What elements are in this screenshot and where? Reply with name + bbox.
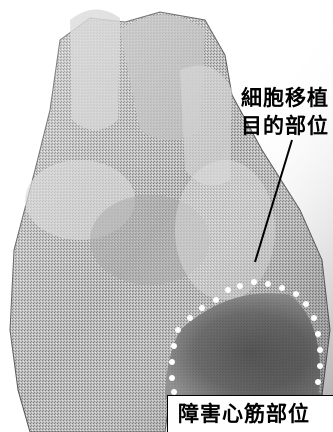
boundary-dot — [225, 287, 231, 293]
ventricle-highlight — [175, 160, 275, 300]
boundary-dot — [251, 279, 257, 285]
boundary-dot — [213, 297, 219, 303]
great-vessels — [70, 9, 120, 130]
boundary-dot — [317, 347, 323, 353]
target-label-line1: 細胞移植 — [241, 84, 329, 112]
boundary-dot — [169, 359, 175, 365]
boundary-dot — [315, 331, 321, 337]
boundary-dot — [279, 285, 285, 291]
target-label-line2: 目的部位 — [241, 112, 329, 140]
boundary-dot — [315, 379, 321, 385]
cell-transplant-target-label: 細胞移植 目的部位 — [241, 84, 329, 140]
boundary-dot — [311, 315, 317, 321]
boundary-dot — [303, 301, 309, 307]
boundary-dot — [237, 283, 243, 289]
boundary-dot — [175, 327, 181, 333]
boundary-dot — [293, 291, 299, 297]
boundary-dot — [265, 281, 271, 287]
boundary-dot — [199, 305, 205, 311]
boundary-dot — [169, 375, 175, 381]
boundary-dot — [187, 315, 193, 321]
boundary-dot — [317, 363, 323, 369]
damaged-myocardium-label: 障害心筋部位 — [167, 395, 333, 432]
boundary-dot — [171, 343, 177, 349]
